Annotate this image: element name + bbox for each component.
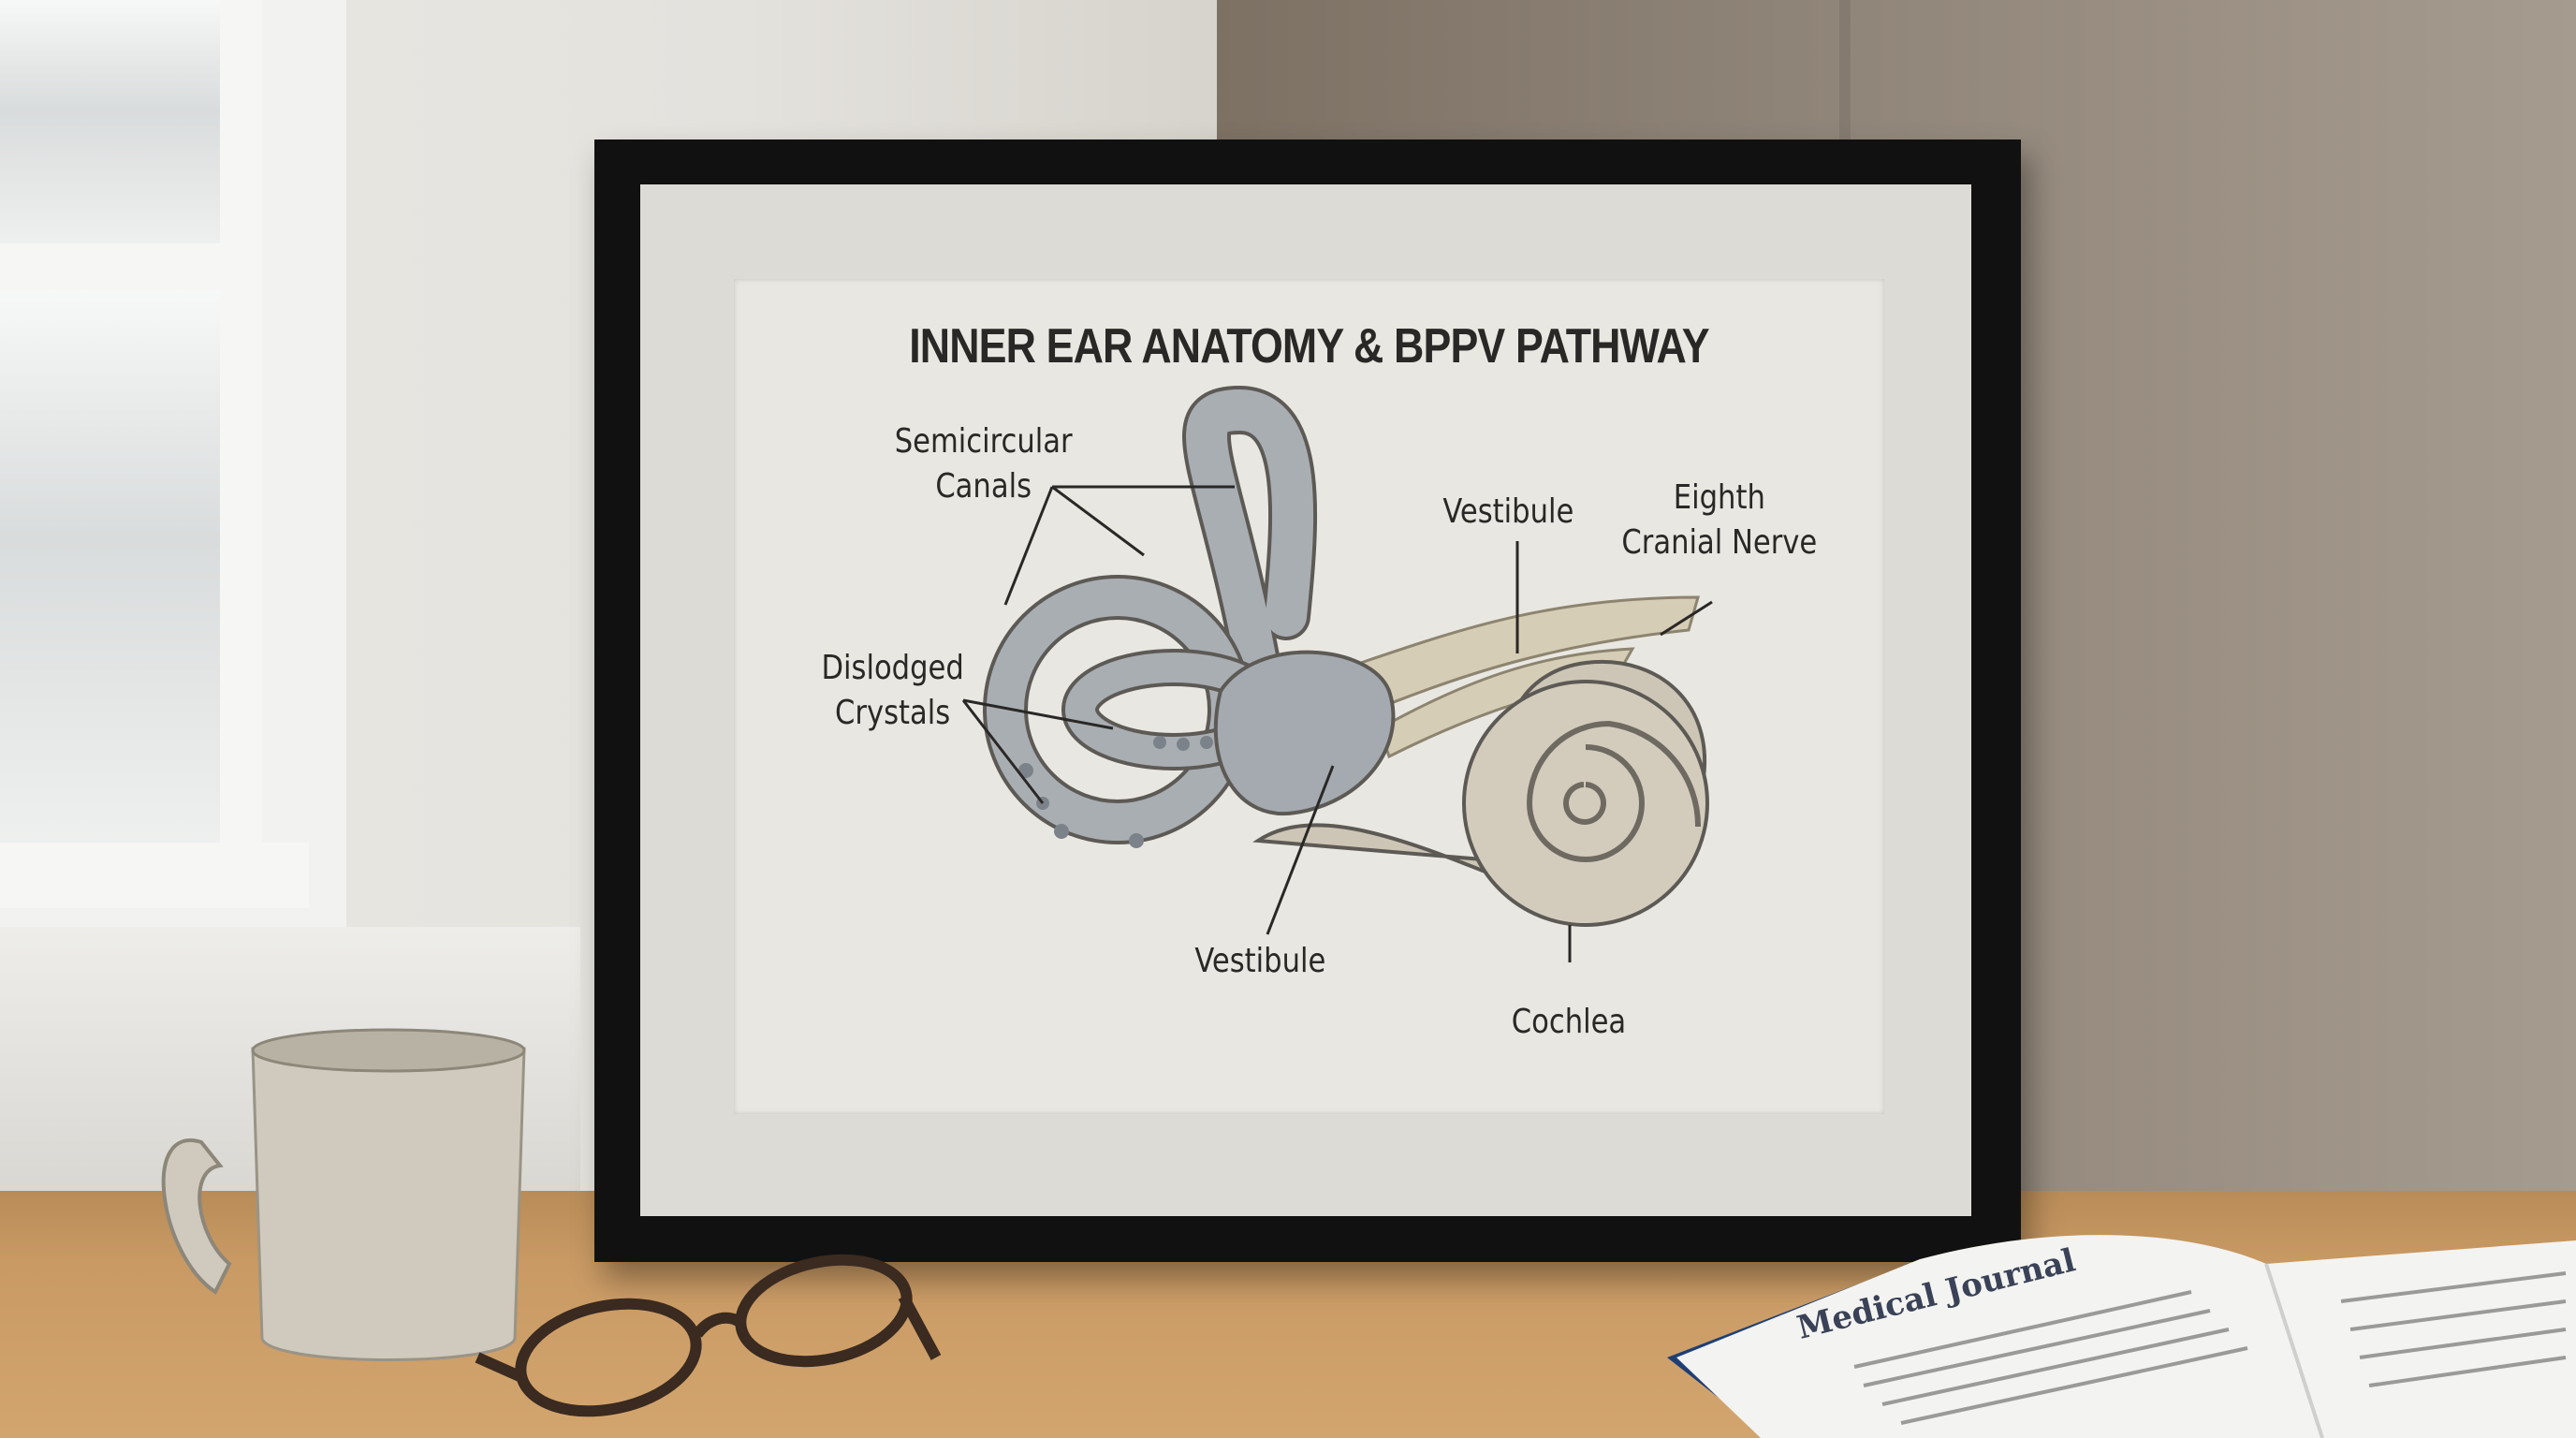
mug xyxy=(161,1028,526,1361)
open-journal: Medical Journal xyxy=(1667,1217,2576,1438)
label-eighth-cranial-nerve: Eighth Cranial Nerve xyxy=(1621,476,1817,565)
vestibule xyxy=(1213,650,1396,816)
glasses xyxy=(475,1254,942,1417)
label-line: Cranial Nerve xyxy=(1621,523,1818,562)
label-vestibule-bottom: Vestibule xyxy=(1194,942,1326,980)
label-semicircular-canals: Semicircular Canals xyxy=(895,419,1073,509)
label-dislodged-crystals: Dislodged Crystals xyxy=(821,646,963,736)
cochlea xyxy=(1252,659,1709,927)
label-cochlea: Cochlea xyxy=(1511,1003,1627,1041)
label-line: Crystals xyxy=(835,694,951,732)
label-vestibule-top: Vestibule xyxy=(1442,492,1574,531)
label-line: Semicircular xyxy=(894,422,1073,461)
inner-ear-diagram: INNER EAR ANATOMY & BPPV PATHWAY Semicir… xyxy=(734,279,1884,1114)
label-line: Dislodged xyxy=(821,649,964,687)
label-line: Canals xyxy=(935,467,1032,506)
label-line: Eighth xyxy=(1673,478,1765,517)
poster-title: INNER EAR ANATOMY & BPPV PATHWAY xyxy=(909,319,1709,374)
dislodged-crystals xyxy=(1018,736,1213,848)
leader-lines xyxy=(961,485,1713,962)
window xyxy=(0,0,346,946)
